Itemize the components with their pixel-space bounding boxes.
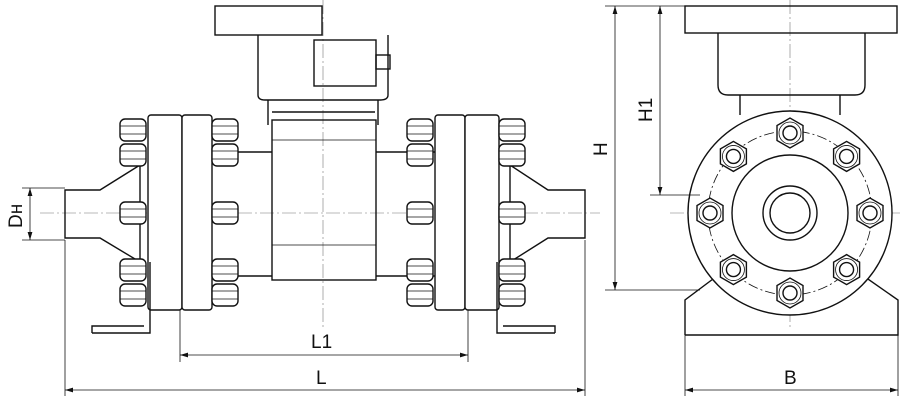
bolt-nut [119, 118, 147, 142]
bolt-nut [406, 118, 434, 142]
side-support [684, 269, 899, 336]
bolt-nut [406, 143, 434, 167]
hex-nut [696, 197, 724, 229]
left-flange-inner [181, 114, 213, 311]
indicator [375, 54, 391, 70]
hex-nut [776, 117, 804, 149]
bolt-nut [211, 118, 239, 142]
dn-label: Dн [6, 204, 27, 228]
bolt-nut [406, 283, 434, 307]
bolt-nut [498, 258, 526, 282]
front-view [40, 0, 600, 334]
l-label: L [316, 368, 327, 389]
bolt-nut [119, 201, 147, 225]
bolt-nut [211, 258, 239, 282]
bolt-nut [119, 283, 147, 307]
right-support-foot [496, 262, 556, 334]
hex-nut [719, 140, 748, 173]
bolt-nut [119, 143, 147, 167]
bolt-nut [498, 143, 526, 167]
right-flange-outer [464, 114, 500, 311]
hex-nut [776, 277, 804, 309]
h1-label: H1 [636, 98, 657, 122]
side-flange-raised-face [731, 154, 849, 272]
side-pipe-bore [769, 192, 811, 234]
hex-nut [832, 140, 861, 173]
hex-nut [856, 197, 884, 229]
side-dimensions: H H1 B [591, 5, 899, 396]
valve-body [271, 119, 377, 281]
bolt-nut [211, 283, 239, 307]
side-actuator [717, 33, 866, 96]
bolt-nut [119, 258, 147, 282]
flange-bolts [119, 118, 526, 307]
neck [267, 100, 379, 125]
left-flange-outer [147, 114, 183, 311]
top-flange [214, 5, 323, 36]
side-flange-bolts [696, 117, 884, 309]
b-label: B [784, 368, 797, 389]
side-view [670, 0, 900, 336]
bolt-nut [498, 118, 526, 142]
left-support-foot [91, 262, 151, 334]
right-flange-inner [434, 114, 466, 311]
bolt-nut [211, 143, 239, 167]
l1-label: L1 [311, 332, 332, 353]
front-dimensions: L1 L Dн [6, 187, 586, 396]
bolt-nut [211, 201, 239, 225]
side-top-flange [684, 5, 898, 34]
actuator-body [257, 35, 389, 101]
hex-nut [832, 253, 861, 286]
side-pipe-outer [762, 185, 818, 241]
bolt-nut [498, 283, 526, 307]
bolt-nut [498, 201, 526, 225]
bolt-nut [406, 201, 434, 225]
bolt-nut [406, 258, 434, 282]
hex-nut [719, 253, 748, 286]
h-label: H [591, 142, 612, 156]
